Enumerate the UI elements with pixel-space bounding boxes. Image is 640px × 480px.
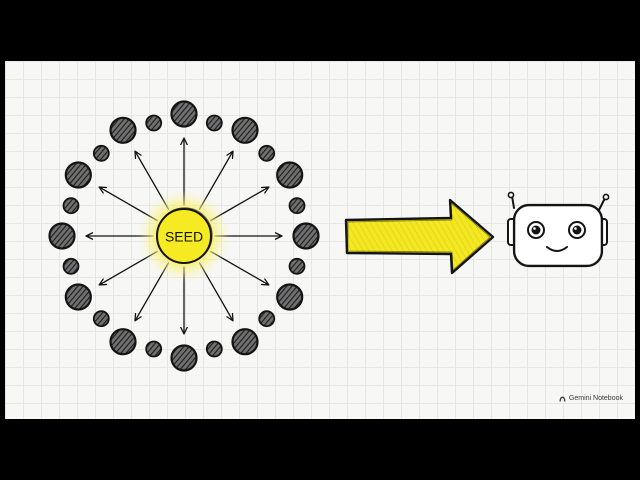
seed-circle-sketch — [156, 207, 213, 264]
outer-node-large — [109, 328, 137, 356]
seed-node: SEED — [138, 190, 230, 282]
notebook-logo-icon — [559, 396, 566, 401]
outer-node-small — [288, 197, 306, 215]
robot-mouth — [546, 246, 568, 252]
outer-node-large — [109, 116, 137, 144]
outer-node-small — [145, 340, 163, 358]
outer-node-small — [92, 310, 110, 328]
outer-node-small — [62, 257, 80, 275]
robot-pupil-shine-right — [574, 227, 577, 230]
outer-node-large — [292, 222, 320, 250]
outer-node-small — [145, 114, 163, 132]
large-arrow-sketch — [347, 202, 491, 271]
robot-pupil-right — [572, 225, 582, 235]
outer-node-small — [258, 310, 276, 328]
robot-pupil-left — [531, 225, 541, 235]
outer-node-large — [170, 344, 198, 372]
robot-antenna-right-tip — [602, 193, 610, 201]
robot-head — [512, 203, 604, 268]
outer-node-small — [205, 114, 223, 132]
watermark-label: Gemini Notebook — [568, 395, 623, 402]
seed-label: SEED — [165, 229, 203, 245]
large-arrow-icon — [344, 198, 495, 275]
large-arrow-body — [344, 198, 495, 275]
diagram-svg: SEED — [48, 100, 610, 372]
robot-antenna-right — [598, 197, 606, 211]
robot-pupil-shine-left — [533, 227, 536, 230]
whiteboard-canvas: SEED — [5, 61, 635, 419]
outer-node-large — [48, 222, 76, 250]
outer-node-large — [231, 116, 259, 144]
robot-icon — [507, 191, 610, 268]
outer-node-small — [258, 144, 276, 162]
outer-node-small — [62, 197, 80, 215]
outer-node-small — [205, 340, 223, 358]
outer-node-large — [231, 328, 259, 356]
outer-node-large — [64, 161, 92, 189]
robot-head-sketch — [514, 205, 602, 266]
outer-node-large — [276, 283, 304, 311]
outer-node-small — [288, 257, 306, 275]
outer-node-large — [64, 283, 92, 311]
outer-node-large — [170, 100, 198, 128]
outer-node-large — [276, 161, 304, 189]
outer-nodes-ring — [48, 100, 320, 372]
robot-antenna-left-tip — [507, 191, 515, 199]
watermark: Gemini Notebook — [559, 395, 623, 402]
outer-node-small — [92, 144, 110, 162]
